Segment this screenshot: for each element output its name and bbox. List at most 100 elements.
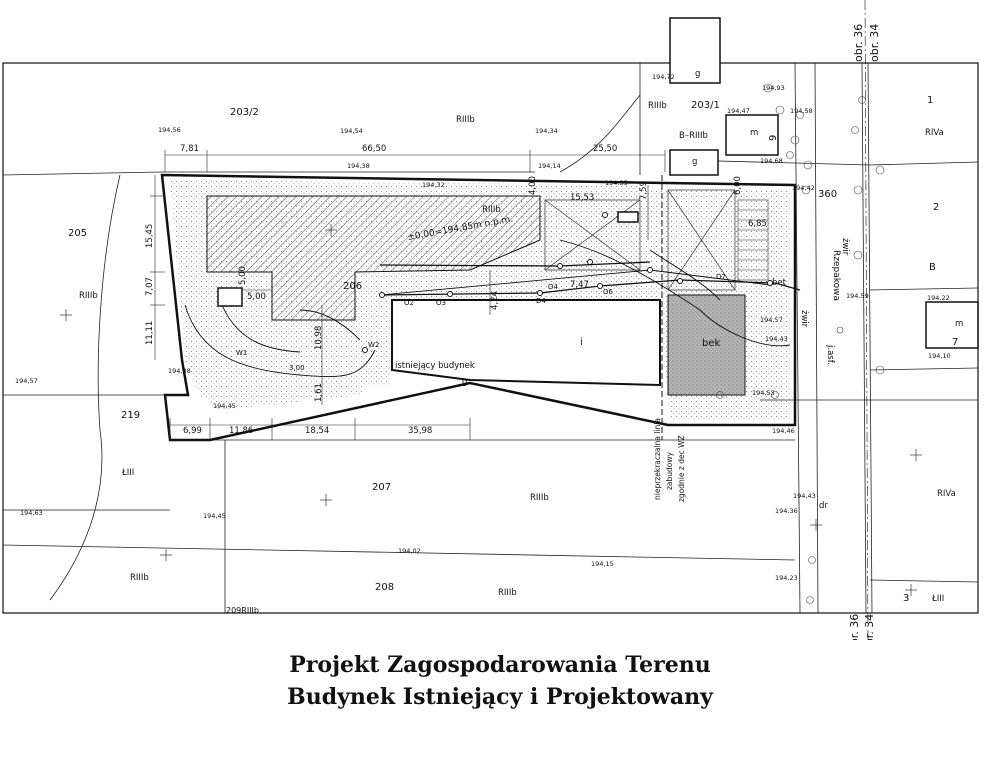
sheet-label-bottom-34: obr. 34 [863, 614, 876, 640]
utility-nodes [362, 212, 773, 353]
paved-area-gray [667, 294, 746, 396]
dimension-label: 3,00 [289, 364, 305, 372]
parcel-label: i [580, 337, 583, 348]
land-class-label: RIIIb [130, 573, 149, 583]
existing-building [391, 299, 661, 387]
parcel-label: 207 [372, 482, 391, 493]
land-class-label: RIIIb [482, 205, 501, 215]
elevation-label: 194,43 [765, 335, 788, 343]
sheet-label-bottom-36: obr. 36 [848, 614, 861, 640]
dimension-label: 7,59 [639, 181, 649, 200]
point-label: W2 [368, 341, 379, 349]
point-label: O6 [603, 288, 614, 296]
elevation-label: 194,15 [591, 560, 614, 568]
land-class-label: ŁIII [931, 594, 944, 604]
parcel-label: 360 [818, 189, 837, 200]
elevation-label: 194,35 [605, 179, 628, 187]
building-line-note: nieprzekraczalna linia [653, 418, 662, 500]
parcel-label: 206 [343, 281, 362, 292]
dimension-label: 11,11 [145, 321, 155, 345]
dimension-label: 1,61 [314, 383, 324, 402]
elevation-label: 194,02 [398, 547, 421, 555]
site-plan-drawing: 203/2 203/1 205 206 207 208 209RIIIb 219… [2, 0, 979, 640]
elevation-label: 194,36 [775, 507, 798, 515]
land-class-label: RIVa [937, 489, 956, 499]
dimension-label: 7,07 [145, 277, 155, 296]
elevation-label: 194,43 [793, 492, 816, 500]
elevation-label: 194,23 [775, 574, 798, 582]
outbuilding-label: g [692, 157, 697, 167]
elevation-label: 194,46 [772, 427, 795, 435]
dimension-label: 66,50 [362, 144, 386, 154]
point-label: O4 [548, 283, 559, 291]
elevation-label: 194,53 [752, 389, 775, 397]
parking-stalls [737, 199, 769, 281]
parcel-label: 205 [68, 228, 87, 239]
survey-crosses [60, 224, 922, 596]
road-name: Rzepakowa [831, 250, 841, 301]
elevation-label: 194,63 [20, 509, 43, 517]
elevation-label: 194,42 [792, 184, 815, 192]
elevation-label: 194,68 [760, 157, 783, 165]
land-class-label: RIIIb [530, 493, 549, 503]
point-label: W1 [236, 349, 247, 357]
elevation-label: 194,32 [422, 181, 445, 189]
parcel-label: 9 [768, 135, 779, 141]
land-class-label: RIIIb [456, 115, 475, 125]
elevation-label: 194,38 [168, 367, 191, 375]
parcel-label: 7 [952, 337, 958, 348]
dimension-label: 15,45 [145, 224, 155, 248]
dimension-label: 5,00 [247, 292, 266, 302]
dimension-label: 5,00 [238, 266, 248, 285]
surface-label: bet [772, 278, 787, 288]
elevation-label: 194,57 [760, 316, 783, 324]
parcel-label: bek [702, 338, 721, 349]
designed-building [206, 195, 541, 321]
land-class-label: RIIIb [79, 291, 98, 301]
point-label: O2 [404, 299, 414, 307]
elevation-label: 194,22 [927, 294, 950, 302]
elevation-label: 194,10 [928, 352, 951, 360]
elevation-label: 194,72 [652, 73, 675, 81]
parcel-label: 203/2 [230, 107, 259, 118]
parcel-label: 208 [375, 582, 394, 593]
land-class-label: B–RIIIb [679, 131, 708, 141]
parcel-label: 2 [933, 202, 939, 213]
outbuilding-label: m [750, 128, 758, 138]
surface-label: dr [819, 501, 828, 511]
utility-lines [379, 261, 801, 296]
parcel-label: 3 [903, 593, 909, 604]
building-line-note: zgodnie z dec WZ [677, 435, 686, 502]
dimension-label: 10,98 [314, 326, 324, 350]
elevation-label: 194,54 [340, 127, 363, 135]
elevation-label: 194,14 [538, 162, 561, 170]
point-label: O3 [436, 299, 446, 307]
dimension-label: 6,00 [733, 176, 743, 195]
parcel-label: 1 [927, 95, 933, 106]
trees [716, 83, 885, 604]
dimension-label: 15,53 [570, 193, 594, 203]
elevation-label: 194,45 [203, 512, 226, 520]
surface-label: żwir [840, 238, 850, 256]
dimension-label: 4,24 [490, 291, 500, 310]
outbuilding-label: m [955, 319, 963, 329]
dimension-label: 18,54 [305, 426, 329, 436]
elevation-label: 194,93 [762, 84, 785, 92]
dimension-label: 11,86 [229, 426, 253, 436]
outbuilding-label: g [695, 69, 700, 79]
outbuildings [217, 17, 979, 349]
elevation-label: 194,59 [846, 292, 869, 300]
parcel-label: 219 [121, 410, 140, 421]
dimension-label: 7,81 [180, 144, 199, 154]
land-class-label: ŁIII [121, 468, 134, 478]
dimension-label: 35,98 [408, 426, 432, 436]
land-class-label: RIIIb [498, 588, 517, 598]
drawing-title-line1: Projekt Zagospodarowania Terenu [289, 652, 711, 678]
dimension-label: 7,47 [570, 280, 589, 290]
elevation-label: 194,56 [158, 126, 181, 134]
drawing-title-line2: Budynek Istniejący i Projektowany [287, 684, 713, 710]
parcel-label: B [929, 262, 936, 273]
surface-label: j.asf. [825, 344, 835, 365]
sheet-label-top-34: obr. 34 [868, 24, 881, 62]
elevation-label: 194,57 [15, 377, 38, 385]
